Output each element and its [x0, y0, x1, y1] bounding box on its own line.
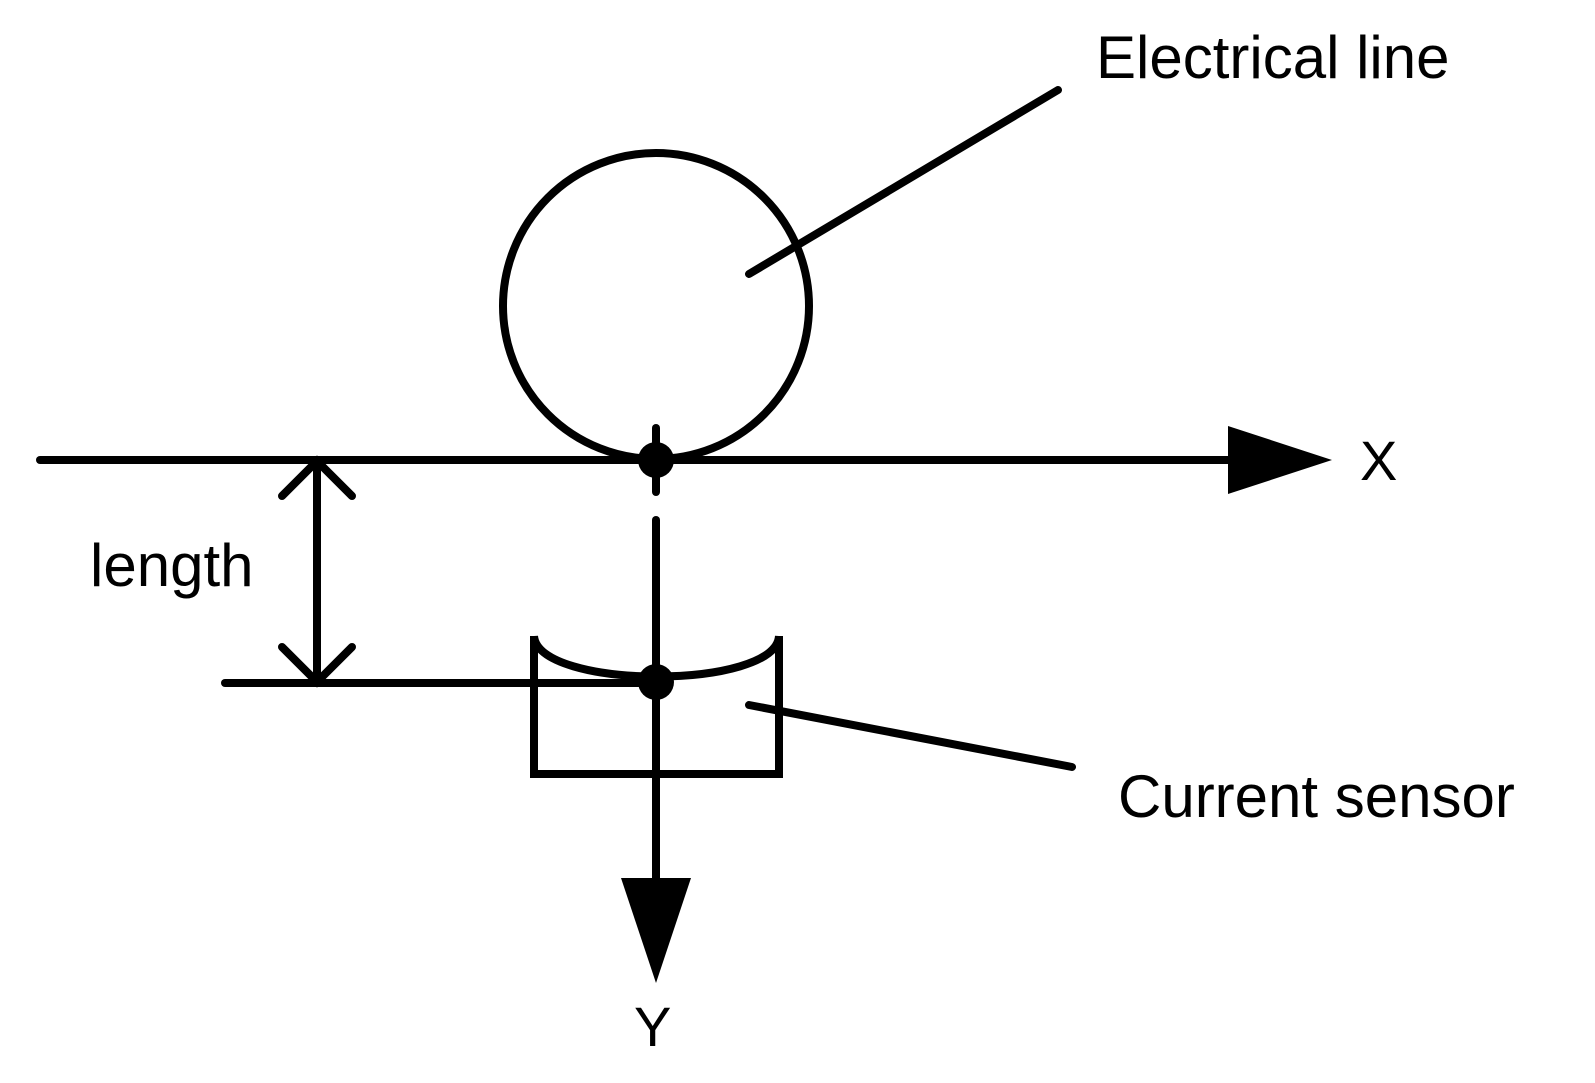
length-label: length — [90, 532, 253, 599]
y-axis-arrowhead — [621, 878, 691, 983]
origin-point — [638, 442, 674, 478]
electrical-line-label: Electrical line — [1096, 24, 1449, 91]
x-axis-arrowhead — [1228, 426, 1332, 494]
conductor-circle — [499, 149, 813, 463]
length-dimension: length — [90, 455, 356, 688]
dimension-arrow-top — [278, 455, 356, 500]
current-sensor-label: Current sensor — [1118, 763, 1515, 830]
electrical-line: Electrical line — [499, 24, 1449, 496]
x-axis: X — [36, 426, 1397, 494]
current-sensor: Current sensor — [221, 634, 1515, 830]
y-axis-label: Y — [634, 995, 671, 1058]
sensor-point — [638, 664, 674, 700]
sensor-body — [530, 636, 783, 778]
dimension-arrow-bottom — [278, 643, 356, 688]
current-sensor-leader — [745, 701, 1076, 771]
y-axis: Y — [621, 516, 691, 1058]
x-axis-label: X — [1360, 429, 1397, 492]
electrical-line-leader — [745, 86, 1062, 278]
